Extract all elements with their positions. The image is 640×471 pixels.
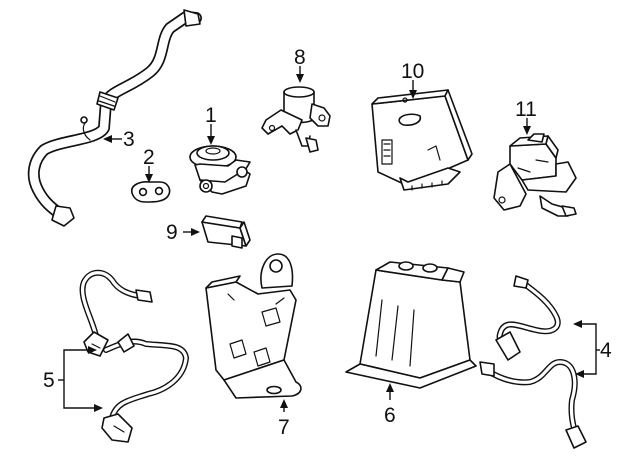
leader-lines: [58, 66, 600, 412]
part-1-egr-valve[interactable]: [189, 145, 251, 195]
callout-2: 2: [143, 146, 155, 169]
callout-9: 9: [166, 221, 178, 244]
part-10-control-module[interactable]: [371, 89, 473, 191]
part-4-oxygen-sensors[interactable]: [479, 275, 587, 449]
part-9-sensor[interactable]: [201, 215, 251, 249]
callout-8: 8: [294, 46, 306, 69]
part-11-purge-valve[interactable]: [493, 133, 577, 217]
part-6-canister[interactable]: [345, 261, 477, 389]
callout-5: 5: [43, 369, 55, 392]
callout-7: 7: [278, 416, 290, 439]
part-3-hose[interactable]: [27, 9, 202, 227]
callouts: 1 2 3 4 5 6 7 8 9 10 11: [43, 46, 612, 439]
part-5-oxygen-sensors[interactable]: [79, 269, 189, 443]
callout-10: 10: [401, 60, 424, 83]
part-7-bracket[interactable]: [205, 253, 302, 399]
part-8-solenoid[interactable]: [261, 86, 331, 153]
callout-3: 3: [123, 128, 135, 151]
part-2-gasket[interactable]: [130, 181, 171, 203]
callout-11: 11: [515, 98, 537, 121]
callout-6: 6: [384, 404, 396, 427]
callout-1: 1: [205, 104, 217, 127]
callout-4: 4: [600, 339, 612, 362]
